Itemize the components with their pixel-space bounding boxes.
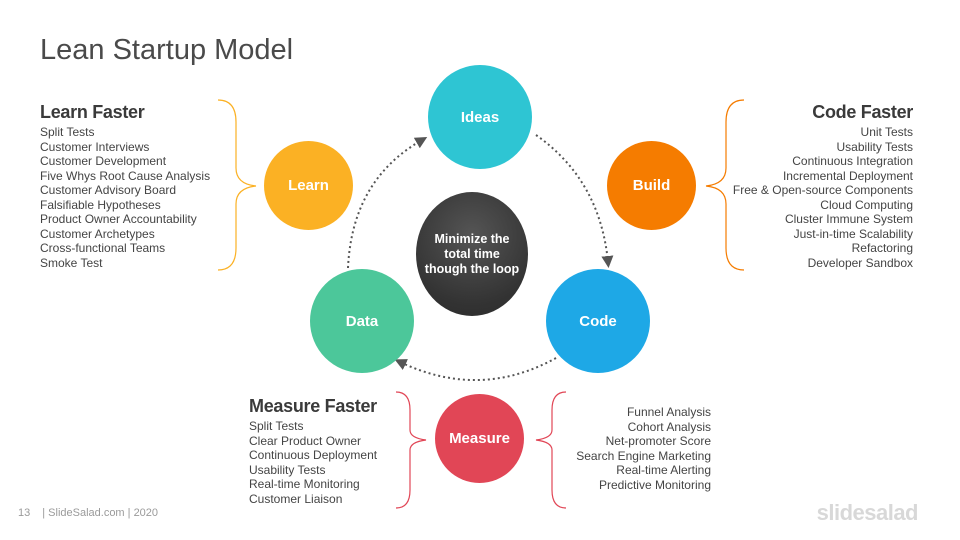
list-item: Unit Tests [860, 125, 913, 139]
list-item: Search Engine Marketing [576, 448, 711, 463]
center-text: Minimize the total time though the loop [424, 231, 520, 276]
measure-node: Measure [435, 394, 524, 483]
list-item: Free & Open-source Components [732, 183, 913, 197]
center-circle: Minimize the total time though the loop [416, 192, 528, 316]
build-label: Build [632, 177, 671, 194]
measure-right-bracket [535, 391, 567, 509]
learn-node: Learn [264, 141, 353, 230]
ideas-label: Ideas [460, 108, 500, 126]
brand-logo: slidesalad [816, 500, 919, 525]
list-item: Just-in-time Scalability [793, 226, 913, 241]
learn-label: Learn [288, 177, 329, 194]
list-item: Split Tests [40, 125, 95, 139]
list-item: Usability Tests [249, 462, 326, 477]
build-node: Build [607, 141, 696, 230]
footer-text: | SlideSalad.com | 2020 [42, 507, 159, 519]
measure-faster-heading: Measure Faster [249, 396, 377, 416]
list-item: Customer Advisory Board [40, 183, 177, 197]
footer: 13 | SlideSalad.com | 2020 [18, 507, 158, 519]
list-item: Funnel Analysis [626, 405, 711, 419]
list-item: Customer Interviews [40, 139, 150, 154]
list-item: Product Owner Accountability [40, 212, 197, 226]
measure-left-bracket [395, 391, 427, 509]
list-item: Split Tests [249, 419, 304, 433]
list-item: Clear Product Owner [249, 433, 362, 448]
list-item: Predictive Monitoring [598, 477, 711, 492]
list-item: Real-time Alerting [616, 463, 711, 477]
list-item: Cohort Analysis [627, 419, 711, 434]
list-item: Continuous Integration [792, 154, 913, 168]
list-item: Real-time Monitoring [249, 477, 360, 491]
list-item: Incremental Deployment [782, 168, 913, 183]
code-faster-heading: Code Faster [812, 102, 913, 122]
list-item: Developer Sandbox [807, 255, 913, 270]
page-number: 13 [18, 507, 31, 519]
list-item: Net-promoter Score [605, 434, 711, 448]
list-item: Cluster Immune System [784, 212, 913, 226]
code-label: Code [579, 312, 617, 330]
data-node: Data [310, 269, 414, 373]
list-item: Customer Development [40, 154, 167, 168]
arrow-code-to-data [394, 357, 557, 382]
slide-title: Lean Startup Model [40, 34, 294, 66]
learn-faster-heading: Learn Faster [40, 102, 145, 122]
list-item: Five Whys Root Cause Analysis [40, 168, 211, 183]
list-item: Refactoring [851, 241, 913, 255]
list-item: Customer Liaison [249, 491, 343, 506]
measure-label: Measure [449, 430, 510, 447]
arrow-data-to-ideas [347, 137, 428, 269]
list-item: Cross-functional Teams [40, 241, 166, 255]
list-item: Cloud Computing [820, 197, 913, 212]
data-label: Data [345, 312, 379, 330]
list-item: Smoke Test [40, 255, 103, 270]
code-node: Code [546, 269, 650, 373]
list-item: Customer Archetypes [40, 226, 155, 241]
code-bracket [705, 99, 745, 271]
list-item: Falsifiable Hypotheses [40, 197, 161, 212]
list-item: Continuous Deployment [249, 448, 378, 462]
arrow-ideas-to-code [535, 134, 614, 268]
learn-bracket [217, 99, 257, 271]
ideas-node: Ideas [428, 65, 532, 169]
list-item: Usability Tests [836, 139, 913, 154]
